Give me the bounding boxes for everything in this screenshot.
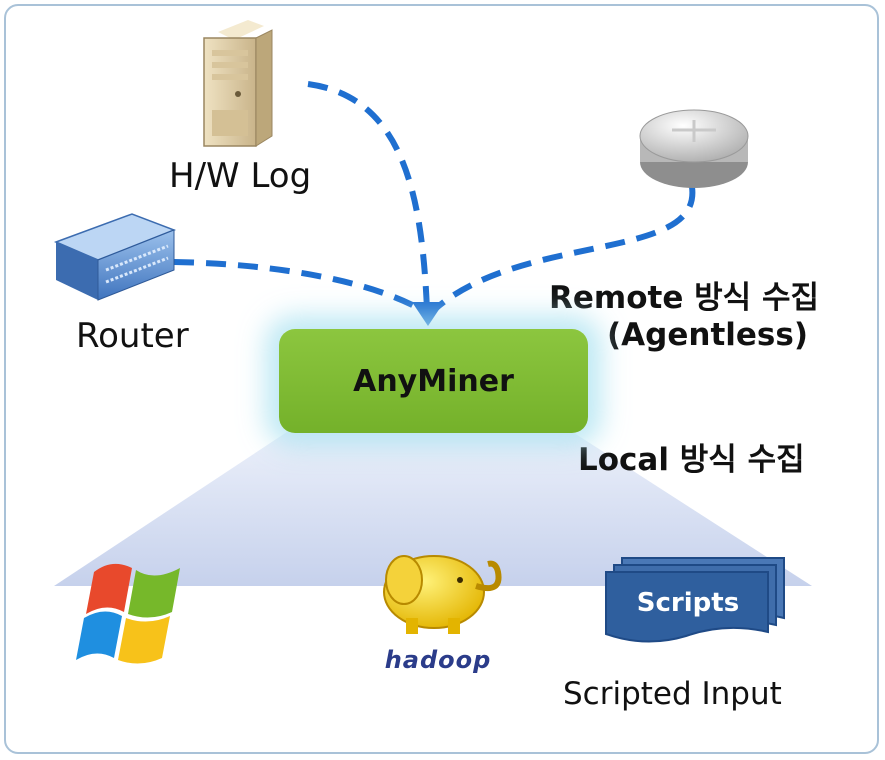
connector-hwlog-to-hub	[307, 81, 430, 311]
local-collection-area	[54, 422, 812, 586]
hadoop-elephant-logo	[383, 555, 502, 634]
anyminer-hub-node[interactable]: AnyMiner	[279, 329, 588, 433]
hw-log-label: H/W Log	[169, 156, 312, 196]
round-router-device-icon	[639, 109, 749, 188]
network-switch-icon	[53, 213, 177, 301]
connector-arrowhead	[412, 302, 444, 326]
diagram-canvas	[53, 20, 812, 664]
remote-collection-title: Remote 방식 수집	[549, 280, 820, 316]
local-collection-title: Local 방식 수집	[578, 442, 805, 478]
scripts-stack-icon	[605, 557, 785, 643]
scripted-input-label: Scripted Input	[563, 676, 782, 712]
scripts-icon-text: Scripts	[636, 588, 740, 618]
server-tower-icon	[203, 20, 273, 147]
connector-router-to-hub	[173, 259, 424, 313]
hadoop-logo-text: hadoop	[384, 646, 492, 674]
remote-collection-subtitle: (Agentless)	[607, 317, 808, 353]
router-label: Router	[76, 316, 189, 356]
diagram-frame: H/W Log Router Remote 방식 수집 (Agentless) …	[4, 4, 879, 754]
windows-logo-icon	[76, 563, 180, 664]
